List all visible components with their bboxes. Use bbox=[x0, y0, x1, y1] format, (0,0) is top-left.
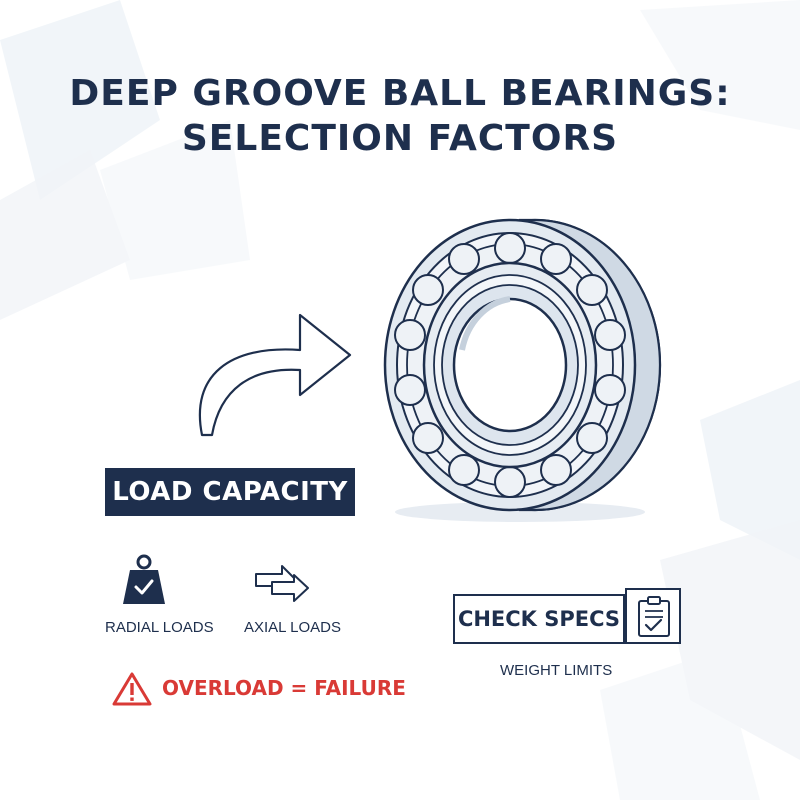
double-arrow-icon bbox=[255, 565, 309, 602]
check-specs-box: CHECK SPECS bbox=[453, 594, 625, 644]
page-title-line-1: DEEP GROOVE BALL BEARINGS: bbox=[69, 73, 731, 114]
overload-warning-label: OVERLOAD = FAILURE bbox=[162, 676, 406, 700]
bearing-balls bbox=[394, 232, 626, 498]
clipboard-check-icon bbox=[638, 596, 670, 637]
radial-loads-label: RADIAL LOADS bbox=[105, 619, 214, 636]
curved-arrow-icon bbox=[198, 313, 352, 437]
weight-limits-label: WEIGHT LIMITS bbox=[500, 662, 613, 679]
weight-icon bbox=[123, 554, 165, 604]
warning-icon bbox=[112, 672, 152, 706]
ball-bearing-illustration bbox=[383, 218, 662, 522]
page-title-line-2: SELECTION FACTORS bbox=[181, 118, 619, 159]
axial-loads-label: AXIAL LOADS bbox=[244, 619, 341, 636]
clipboard-check-icon-box bbox=[625, 588, 681, 644]
load-capacity-banner: LOAD CAPACITY bbox=[105, 468, 355, 516]
